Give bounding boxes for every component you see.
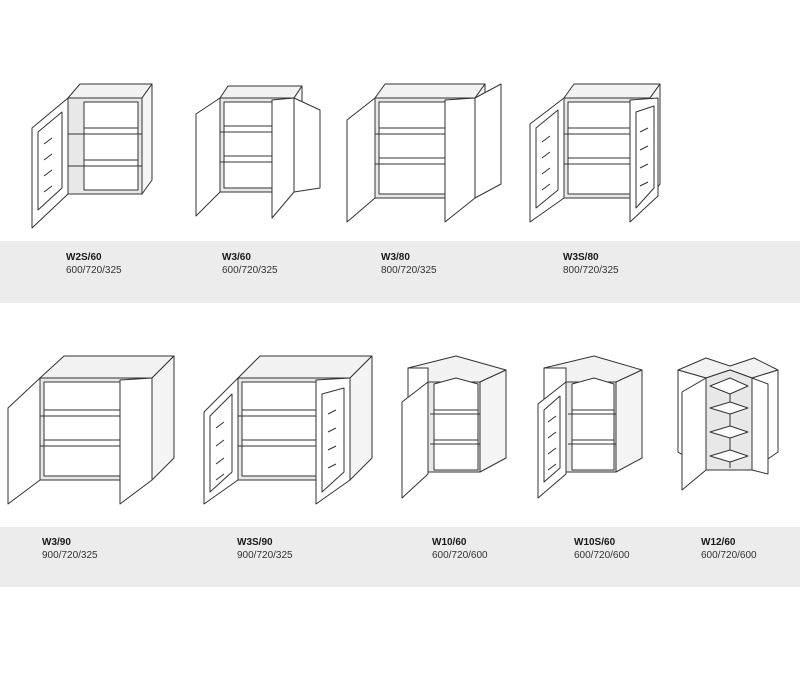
label-band-row-2 [0,527,800,587]
wall-cabinet-double-door-icon [345,72,505,226]
cabinet-w3s-90[interactable] [202,354,374,510]
cabinet-dimensions: 600/720/325 [222,265,278,276]
cabinet-dimensions: 600/720/600 [574,550,630,561]
label-w10-60: W10/60 600/720/600 [432,538,488,561]
cabinet-w3-60[interactable] [194,80,322,220]
cabinet-w10s-60[interactable] [536,352,646,502]
cabinet-dimensions: 800/720/325 [563,265,619,276]
cabinet-code: W3S/80 [563,252,599,263]
cabinet-dimensions: 900/720/325 [237,550,293,561]
wall-cabinet-double-door-icon [6,354,178,510]
cabinet-code: W2S/60 [66,252,102,263]
cabinet-dimensions: 800/720/325 [381,265,437,276]
wall-cabinet-glass-door-icon [28,80,152,230]
cabinet-code: W3/60 [222,252,251,263]
cabinet-code: W12/60 [701,537,736,548]
label-w3-60: W3/60 600/720/325 [222,253,278,276]
cabinet-code: W3S/90 [237,537,273,548]
cabinet-w3-80[interactable] [345,72,505,226]
label-w12-60: W12/60 600/720/600 [701,538,757,561]
wall-cabinet-double-door-icon [194,80,322,220]
label-w3s-80: W3S/80 800/720/325 [563,253,619,276]
label-w3-80: W3/80 800/720/325 [381,253,437,276]
cabinet-w2s-60[interactable] [28,80,152,230]
l-corner-wall-cabinet-icon [674,352,784,496]
cabinet-code: W10/60 [432,537,467,548]
cabinet-dimensions: 600/720/325 [66,265,122,276]
cabinet-w3-90[interactable] [6,354,178,510]
cabinet-dimensions: 600/720/600 [701,550,757,561]
label-w3s-90: W3S/90 900/720/325 [237,538,293,561]
corner-wall-cabinet-icon [400,352,510,502]
cabinet-dimensions: 900/720/325 [42,550,98,561]
cabinet-dimensions: 600/720/600 [432,550,488,561]
cabinet-w12-60[interactable] [674,352,784,496]
cabinet-code: W3/90 [42,537,71,548]
wall-cabinet-double-glass-door-icon [528,72,688,226]
cabinet-w3s-80[interactable] [528,72,688,226]
label-w2s-60: W2S/60 600/720/325 [66,253,122,276]
label-w3-90: W3/90 900/720/325 [42,538,98,561]
cabinet-code: W3/80 [381,252,410,263]
cabinet-w10-60[interactable] [400,352,510,502]
corner-wall-cabinet-glass-door-icon [536,352,646,502]
label-band-row-1 [0,241,800,303]
wall-cabinet-double-glass-door-icon [202,354,374,510]
label-w10s-60: W10S/60 600/720/600 [574,538,630,561]
cabinet-code: W10S/60 [574,537,616,548]
